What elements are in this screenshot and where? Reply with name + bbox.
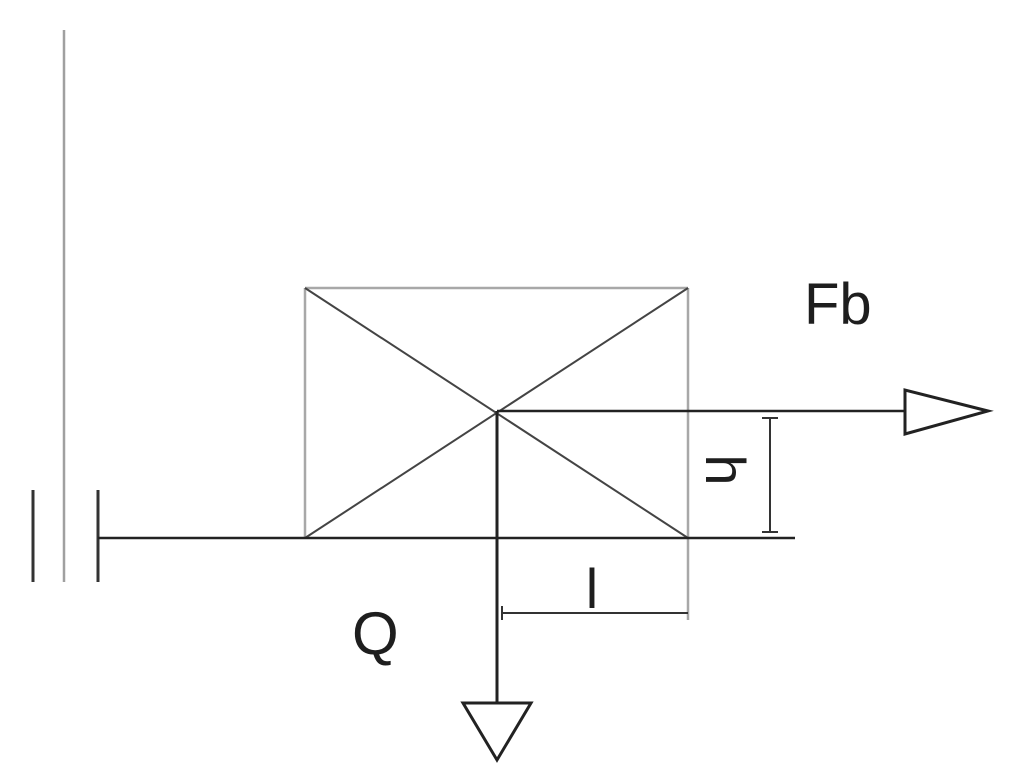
label-q: Q <box>352 600 399 667</box>
dimension-l <box>501 606 688 620</box>
label-fb: Fb <box>804 272 872 337</box>
dimension-h <box>762 417 778 533</box>
force-q-arrow <box>460 411 534 763</box>
label-h: h <box>694 454 757 485</box>
force-fb-arrow <box>497 388 994 436</box>
force-fb-arrowhead <box>903 388 994 436</box>
label-l: l <box>586 557 598 620</box>
force-q-arrowhead <box>460 701 534 763</box>
